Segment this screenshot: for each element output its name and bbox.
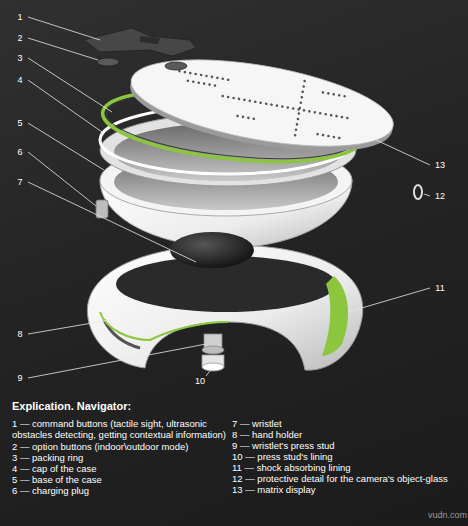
callout-number: 5: [17, 118, 22, 128]
legend-entry-text: 12 — protective detail for the camera's …: [232, 473, 466, 484]
leader-lines: [28, 17, 430, 378]
callout-number: 8: [17, 329, 22, 339]
command-buttons: [84, 28, 196, 56]
watermark: vudn.com: [428, 510, 467, 520]
legend-entry-text: 5 — base of the case: [12, 474, 226, 485]
leader-line: [424, 194, 430, 196]
leader-line: [348, 288, 430, 312]
legend-entry-text: 6 — charging plug: [12, 485, 226, 496]
legend-entry-text: 3 — packing ring: [12, 452, 226, 463]
legend-entry-text: 13 — matrix display: [232, 484, 466, 495]
legend-entry-text: 4 — cap of the case: [12, 463, 226, 474]
leader-line: [28, 58, 112, 112]
option-button: [97, 58, 119, 66]
callout-number: 9: [17, 373, 22, 383]
protective-detail: [414, 185, 422, 199]
display-dots: [173, 67, 349, 138]
camera-sphere: [170, 232, 254, 268]
legend-entry-text: 2 — option buttons (indoor\outdoor mode): [12, 441, 226, 452]
leader-line: [28, 80, 102, 132]
callout-number: 13: [435, 160, 445, 170]
legend-entry-text: 1 — command buttons (tactile sight, ultr…: [12, 418, 226, 440]
leader-line: [28, 123, 104, 170]
leader-line: [376, 140, 430, 165]
callout-number: 12: [435, 191, 445, 201]
leader-line: [28, 17, 100, 40]
matrix-display: [125, 43, 400, 162]
display-dots: [218, 68, 354, 147]
leader-line: [28, 320, 110, 334]
leader-line: [206, 368, 212, 376]
shock-absorbing-lining: [322, 276, 348, 356]
callout-number: 2: [17, 33, 22, 43]
legend-entry-text: 11 — shock absorbing lining: [232, 462, 466, 473]
callout-number: 3: [17, 53, 22, 63]
callout-number: 4: [17, 75, 22, 85]
leader-line: [28, 38, 98, 60]
option-button: [165, 62, 187, 70]
callout-number: 7: [17, 177, 22, 187]
command-buttons-detail: [140, 36, 160, 44]
callout-number: 6: [17, 147, 22, 157]
list-heading: Explication. Navigator:: [12, 400, 131, 412]
callout-number: 10: [195, 376, 205, 386]
legend-entry-text: 10 — press stud's lining: [232, 451, 466, 462]
leader-line: [28, 344, 206, 378]
press-stud-lining: [202, 346, 224, 354]
legend-entry-text: 8 — hand holder: [232, 429, 466, 440]
matrix-display-group: [124, 43, 400, 167]
leader-line: [28, 182, 196, 262]
legend-entry-text: 7 — wristlet: [232, 418, 466, 429]
callout-number: 11: [435, 283, 444, 293]
callout-number: 1: [17, 12, 22, 22]
press-stud-lining: [202, 363, 224, 371]
legend-entry-text: 9 — wristlet's press stud: [232, 440, 466, 451]
